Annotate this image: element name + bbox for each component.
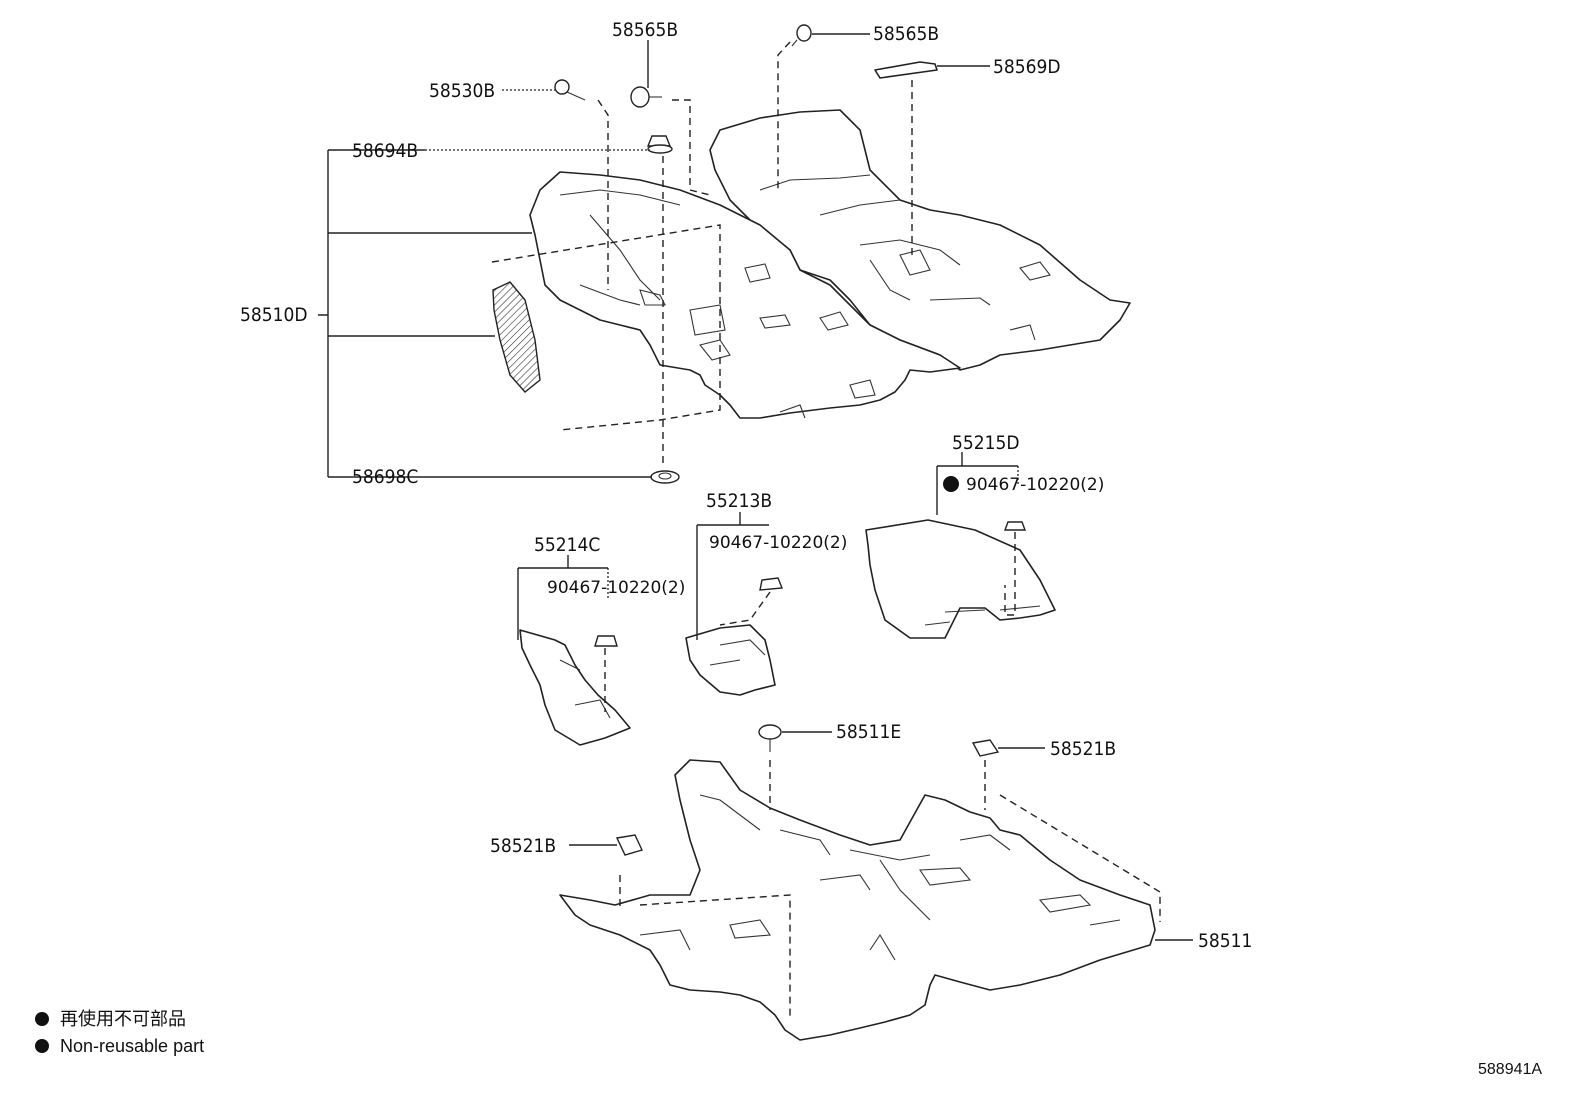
mat-55215D <box>865 519 1056 639</box>
label-55213B: 55213B <box>706 490 772 512</box>
mat-55214C <box>519 629 631 746</box>
label-55214C-clip: 90467-10220(2) <box>547 578 685 598</box>
label-58565B-right: 58565B <box>873 23 939 45</box>
label-58511E: 58511E <box>836 721 901 743</box>
grommet-58698C <box>650 470 680 484</box>
trim-58569D <box>874 61 938 79</box>
label-58510D: 58510D <box>240 304 308 326</box>
clip-58511E <box>758 724 782 752</box>
mat-55213B <box>685 624 776 696</box>
diagram-code: 588941A <box>1478 1061 1542 1078</box>
legend-english: Non-reusable part <box>60 1036 204 1056</box>
label-58698C: 58698C <box>352 466 418 488</box>
label-58530B: 58530B <box>429 80 495 102</box>
legend-bullet-icon <box>35 1012 49 1026</box>
rear-floor-carpet <box>559 759 1156 1041</box>
label-58511: 58511 <box>1198 930 1252 952</box>
front-floor-carpet <box>529 109 1131 419</box>
non-reusable-marker <box>943 476 959 492</box>
part-labels: 58565B 58565B 58569D 58530B 58694B 58510… <box>240 19 1252 952</box>
screw-58530B <box>554 79 586 101</box>
heel-pad <box>492 281 541 393</box>
label-58694B: 58694B <box>352 140 418 162</box>
clip-90467-55215D <box>1003 521 1027 531</box>
clip-58521B-left <box>615 834 643 856</box>
clip-58521B-right <box>971 739 1000 757</box>
clip-58565B-right <box>791 24 812 47</box>
label-58565B-top: 58565B <box>612 19 678 41</box>
clip-58694B <box>646 135 673 154</box>
label-55215D-clip: 90467-10220(2) <box>966 475 1104 495</box>
label-55213B-clip: 90467-10220(2) <box>709 533 847 553</box>
label-55214C: 55214C <box>534 534 600 556</box>
legend-bullet-icon <box>35 1039 49 1053</box>
label-58521B-left: 58521B <box>490 835 556 857</box>
label-58569D: 58569D <box>993 56 1061 78</box>
label-55215D: 55215D <box>952 432 1020 454</box>
carpet-dashed-outline <box>491 224 721 431</box>
label-58521B-right: 58521B <box>1050 738 1116 760</box>
clip-58565B-top <box>630 86 662 108</box>
legend-japanese: 再使用不可部品 <box>60 1009 186 1029</box>
clip-90467-55214C <box>594 635 618 647</box>
clip-90467-55213B <box>759 577 783 591</box>
legend: 再使用不可部品 Non-reusable part <box>35 1009 204 1056</box>
